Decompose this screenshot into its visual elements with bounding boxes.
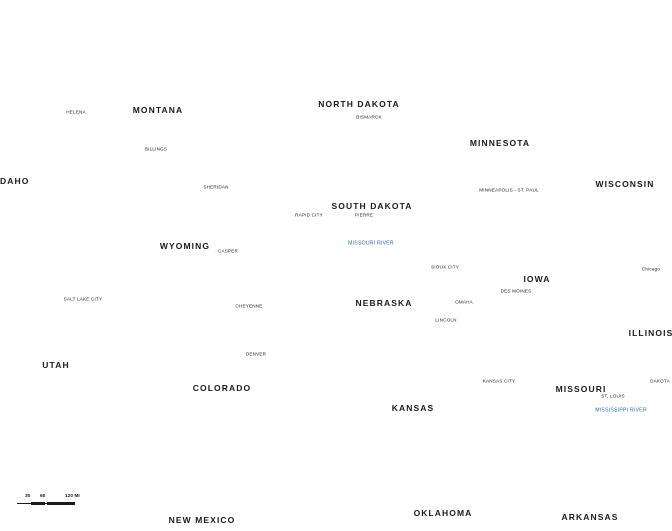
state-label-colorado: COLORADO: [192, 382, 252, 393]
river-label-mississippi: MISSISSIPPI RIVER: [595, 407, 647, 414]
state-label-new-mexico: NEW MEXICO: [168, 514, 236, 525]
city-label-kansas-city: KANSAS CITY: [482, 378, 516, 384]
scale-bar-segment: [47, 502, 75, 505]
city-label-denver: DENVER: [245, 351, 267, 357]
state-label-idaho: IDAHO: [0, 175, 30, 186]
scale-label-120-mi: 120 MI: [65, 494, 80, 499]
city-label-billings: BILLINGS: [144, 146, 168, 152]
city-label-des-moines: DES MOINES: [500, 288, 532, 294]
state-label-illinois: ILLINOIS: [628, 327, 672, 338]
city-label-omaha: OMAHA: [455, 299, 473, 305]
state-label-wyoming: WYOMING: [159, 240, 211, 251]
state-label-iowa: IOWA: [523, 273, 551, 284]
city-label-helena: HELENA: [66, 109, 86, 115]
city-label-pierre: PIERRE: [354, 212, 374, 218]
state-label-wisconsin: WISCONSIN: [595, 178, 655, 189]
state-label-montana: MONTANA: [132, 104, 184, 115]
state-label-utah: UTAH: [42, 359, 70, 370]
city-label-sioux-city: SIOUX CITY: [430, 264, 460, 270]
scale-label-30: 30: [25, 494, 31, 499]
state-label-dakota-partial: DAKOTA: [650, 378, 670, 384]
scale-bar-segment: [31, 502, 45, 505]
state-label-arkansas: ARKANSAS: [561, 511, 619, 522]
scale-bar-line: [17, 503, 75, 504]
river-label-missouri: MISSOURI RIVER: [348, 240, 394, 247]
city-label-sheridan: SHERIDAN: [203, 184, 229, 190]
city-label-bismarck: BISMARCK: [356, 114, 382, 120]
city-label-cheyenne: CHEYENNE: [235, 303, 263, 309]
scale-bar: 30 60 120 MI: [17, 494, 87, 508]
city-label-lincoln: LINCOLN: [435, 317, 457, 323]
scale-label-60: 60: [40, 494, 46, 499]
city-label-casper: CASPER: [217, 248, 239, 254]
city-label-chicago: Chicago: [641, 266, 661, 272]
city-label-rapid-city: RAPID CITY: [295, 212, 323, 218]
state-label-south-dakota: SOUTH DAKOTA: [331, 200, 413, 211]
city-label-salt-lake-city: SALT LAKE CITY: [63, 296, 103, 302]
state-label-kansas: KANSAS: [391, 402, 435, 413]
state-label-minnesota: MINNESOTA: [469, 137, 531, 148]
city-label-st-louis: ST. LOUIS: [601, 393, 625, 399]
state-label-oklahoma: OKLAHOMA: [413, 507, 473, 518]
state-label-north-dakota: NORTH DAKOTA: [318, 98, 400, 109]
state-label-nebraska: NEBRASKA: [355, 297, 413, 308]
city-label-minneapolis-st-paul: MINNEAPOLIS - ST. PAUL: [479, 187, 539, 193]
state-label-missouri: MISSOURI: [555, 383, 607, 394]
